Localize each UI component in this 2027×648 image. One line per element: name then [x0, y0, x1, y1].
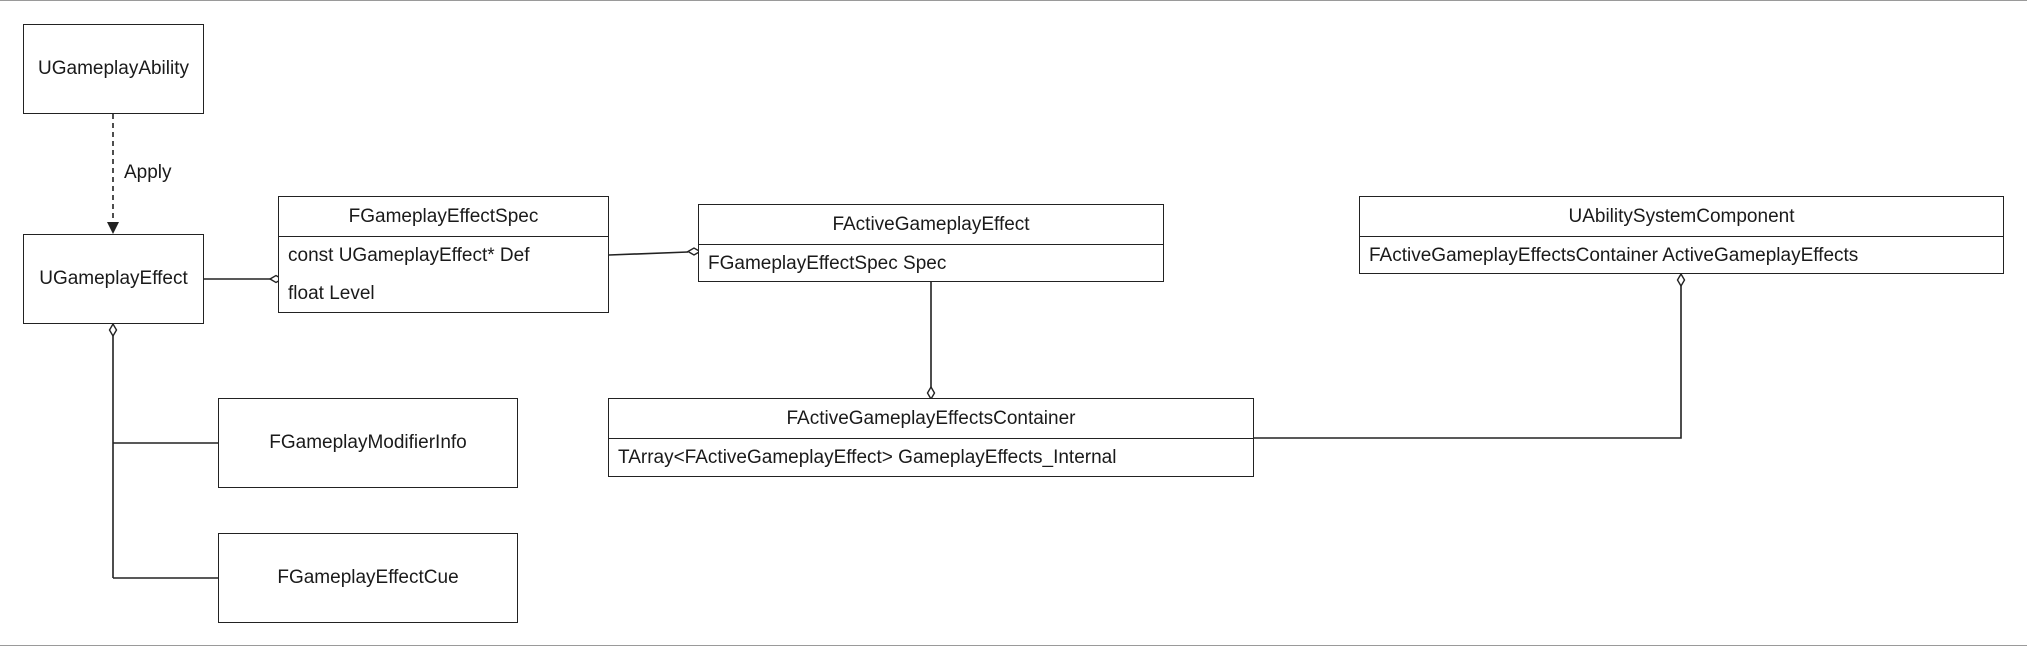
frame-bottom-border	[0, 645, 2027, 646]
fgameplay-effect-spec-field-level: float Level	[288, 283, 375, 304]
uability-system-component-field-active-effects: FActiveGameplayEffectsContainer ActiveGa…	[1369, 245, 1859, 266]
factive-gameplay-effect-field-spec: FGameplayEffectSpec Spec	[708, 253, 947, 274]
apply-edge-label: Apply	[122, 162, 174, 184]
fgameplay-effect-spec-title: FGameplayEffectSpec	[279, 197, 608, 237]
ugameplay-effect-node[interactable]: UGameplayEffect	[23, 234, 204, 324]
fgameplay-effect-cue-label: FGameplayEffectCue	[277, 567, 459, 588]
ugameplay-ability-node[interactable]: UGameplayAbility	[23, 24, 204, 114]
uability-system-component-title: UAbilitySystemComponent	[1360, 197, 2003, 237]
fgameplay-modifier-info-label: FGameplayModifierInfo	[269, 432, 467, 453]
factive-gameplay-effects-container-class[interactable]: FActiveGameplayEffectsContainer TArray<F…	[608, 398, 1254, 477]
fgameplay-effect-cue-node[interactable]: FGameplayEffectCue	[218, 533, 518, 623]
fgameplay-effect-spec-class[interactable]: FGameplayEffectSpec const UGameplayEffec…	[278, 196, 609, 313]
fgameplay-effect-spec-field-def: const UGameplayEffect* Def	[288, 245, 530, 266]
spec-to-active-edge	[608, 251, 689, 256]
factive-gameplay-effect-class[interactable]: FActiveGameplayEffect FGameplayEffectSpe…	[698, 204, 1164, 282]
factive-gameplay-effects-container-title: FActiveGameplayEffectsContainer	[609, 399, 1253, 439]
ugameplay-effect-label: UGameplayEffect	[39, 268, 188, 289]
apply-arrowhead	[107, 222, 119, 234]
uability-system-component-class[interactable]: UAbilitySystemComponent FActiveGameplayE…	[1359, 196, 2004, 274]
fgameplay-modifier-info-node[interactable]: FGameplayModifierInfo	[218, 398, 518, 488]
effect-composition-diamond	[108, 322, 118, 338]
factive-gameplay-effect-title: FActiveGameplayEffect	[699, 205, 1163, 245]
container-to-component-diamond	[1676, 272, 1686, 288]
container-to-component-edge	[1254, 286, 1682, 439]
frame-top-border	[0, 0, 2027, 1]
ugameplay-ability-label: UGameplayAbility	[38, 58, 189, 79]
factive-gameplay-effects-container-field-internal: TArray<FActiveGameplayEffect> GameplayEf…	[618, 447, 1117, 468]
